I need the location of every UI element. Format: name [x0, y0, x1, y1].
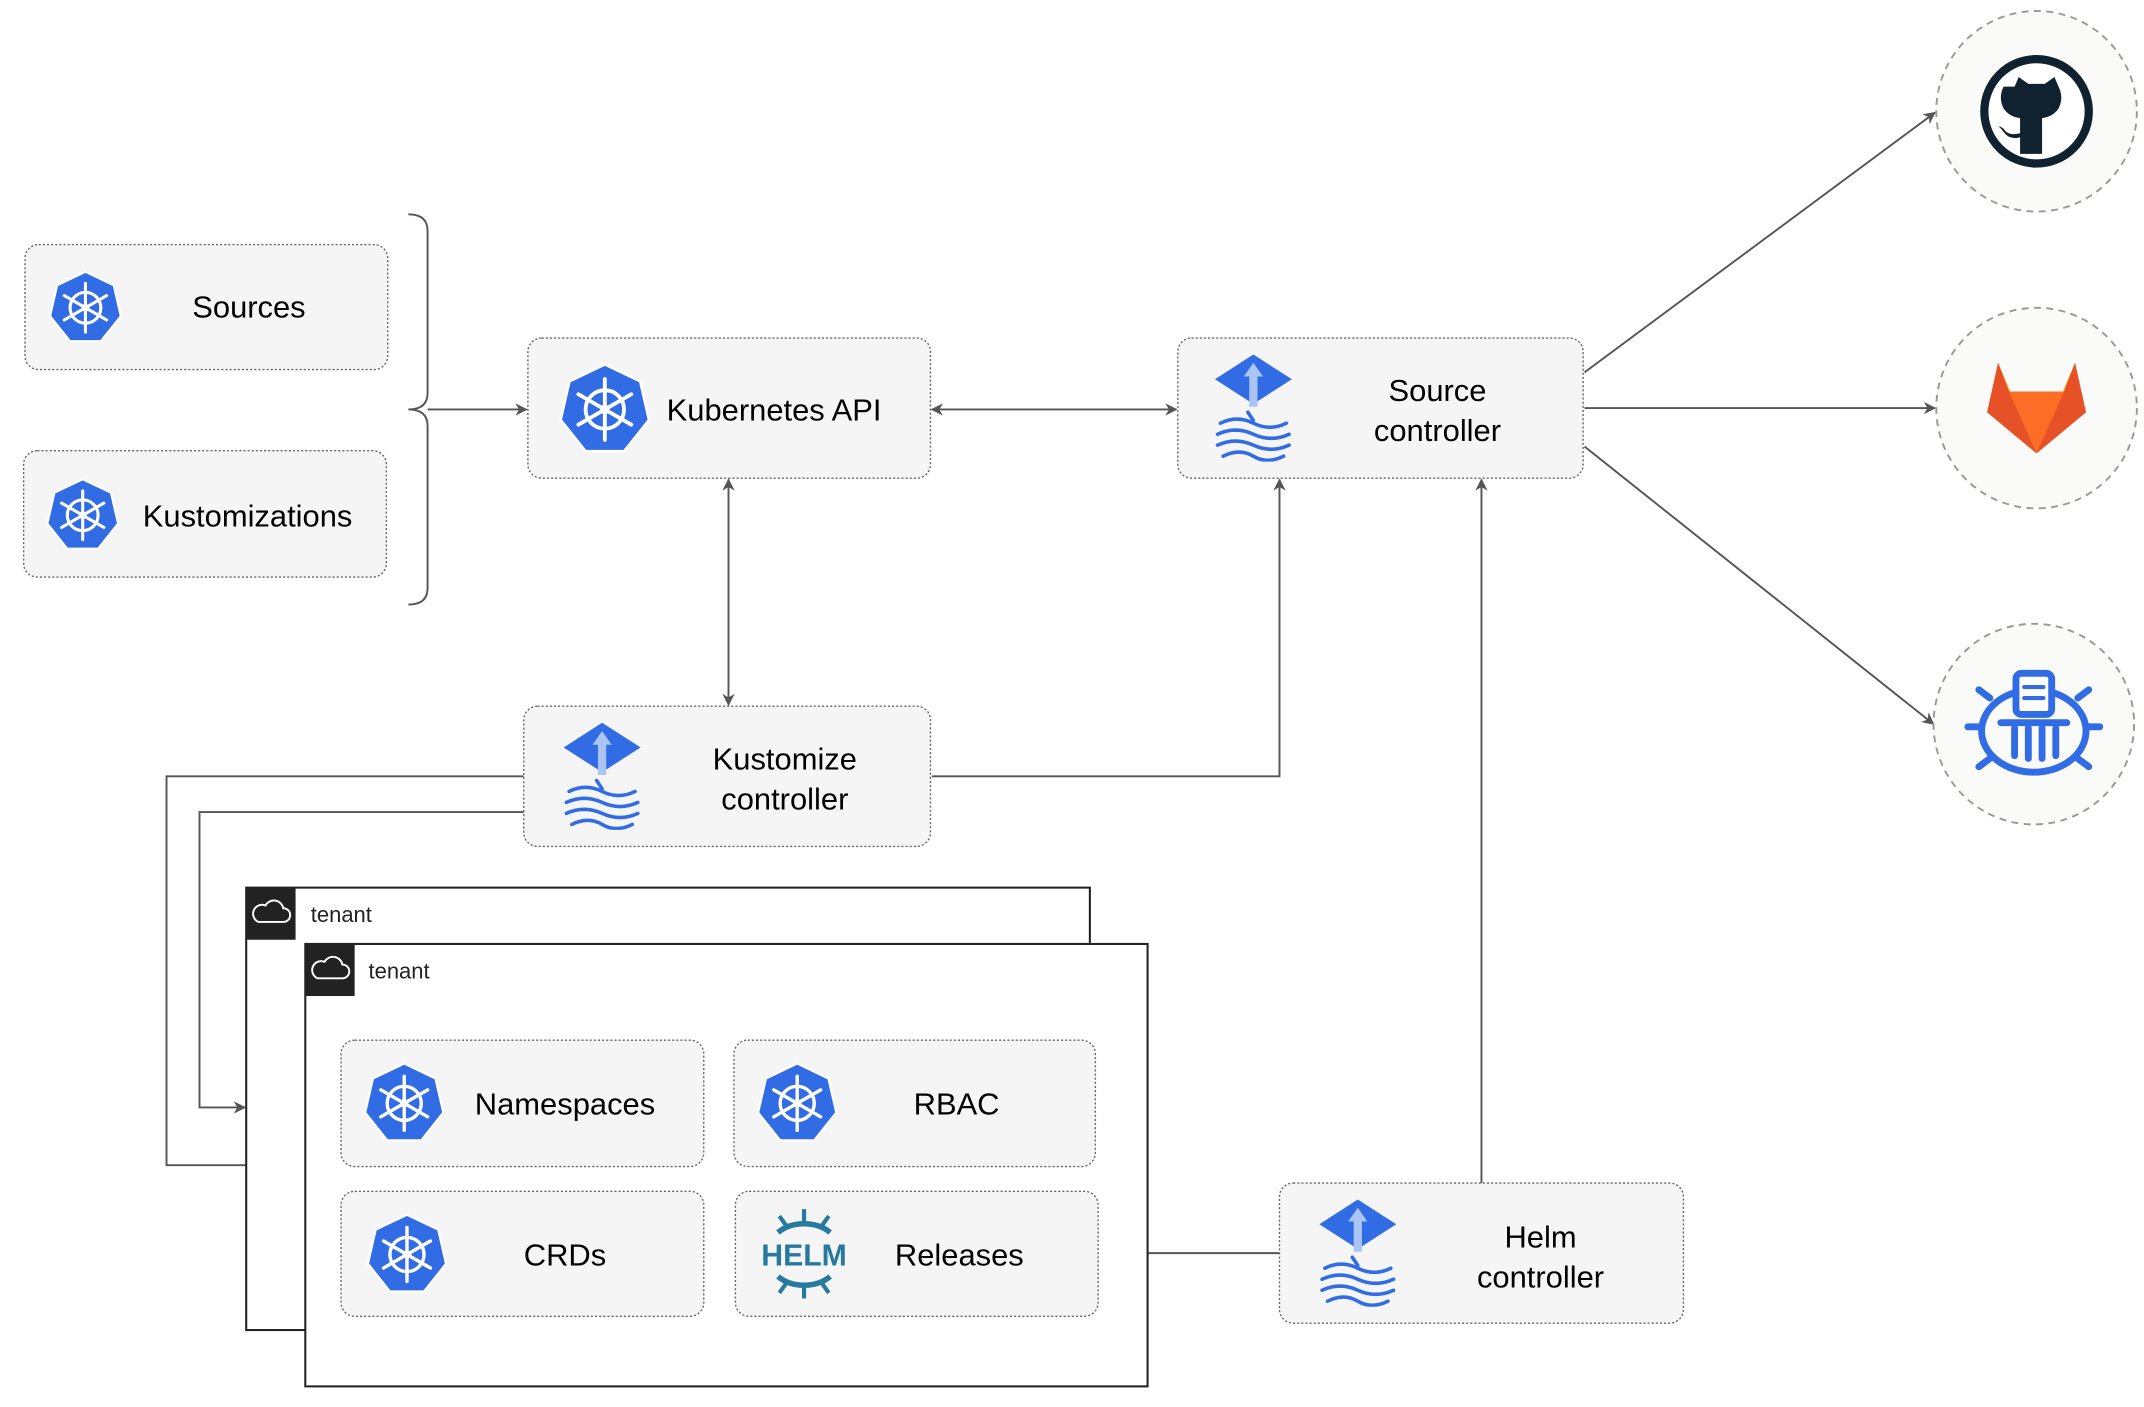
node-releases[interactable]: HELM Releases — [734, 1190, 1099, 1318]
github-icon — [1980, 54, 2093, 168]
gitlab-icon — [1987, 362, 2087, 454]
node-kustomizations[interactable]: Kustomizations — [22, 449, 388, 578]
node-label: Sources — [192, 289, 305, 324]
tenant-front[interactable]: tenant Namespaces RBAC CRDs HELM Release… — [304, 942, 1149, 1388]
node-label-line1: Kustomize — [713, 741, 857, 776]
external-github[interactable] — [1935, 10, 2138, 213]
brace-connector — [408, 213, 429, 606]
tenant-label: tenant — [369, 958, 430, 983]
helm-logo-text: HELM — [761, 1239, 847, 1272]
node-label-line2: controller — [1374, 413, 1501, 448]
node-label: Kustomizations — [143, 498, 353, 533]
external-bucket[interactable] — [1932, 622, 2136, 826]
node-label: Kubernetes API — [667, 392, 882, 427]
node-namespaces[interactable]: Namespaces — [340, 1039, 705, 1168]
tenant-label: tenant — [311, 902, 372, 927]
node-label: CRDs — [524, 1237, 606, 1272]
node-label: Releases — [895, 1237, 1024, 1272]
node-label-line1: Source — [1389, 373, 1487, 408]
node-sources[interactable]: Sources — [24, 243, 389, 371]
edge-kustomize-to-tenant-front — [165, 775, 524, 1172]
node-label: RBAC — [914, 1086, 1000, 1121]
node-kubernetes-api[interactable]: Kubernetes API — [527, 337, 932, 479]
node-helm-controller[interactable]: Helm controller — [1278, 1182, 1685, 1324]
node-source-controller[interactable]: Source controller — [1177, 337, 1584, 479]
helm-icon: HELM — [761, 1209, 847, 1299]
external-gitlab[interactable] — [1935, 306, 2138, 510]
edge-kustomize-to-tenant-back — [198, 811, 524, 1114]
edge-kustomize-to-source-controller — [931, 478, 1286, 778]
node-label-line1: Helm — [1504, 1220, 1576, 1255]
node-label-line2: controller — [721, 781, 848, 816]
node-label-line2: controller — [1477, 1259, 1604, 1294]
node-label: Namespaces — [475, 1086, 655, 1121]
edge-source-to-github — [1583, 111, 1936, 374]
node-kustomize-controller[interactable]: Kustomize controller — [523, 705, 932, 848]
edge-source-to-bucket — [1583, 445, 1935, 725]
cloud-icon — [305, 943, 355, 997]
node-crds[interactable]: CRDs — [340, 1190, 705, 1318]
cloud-icon — [246, 887, 296, 940]
bucket-icon — [1964, 669, 2104, 776]
node-rbac[interactable]: RBAC — [733, 1039, 1097, 1168]
